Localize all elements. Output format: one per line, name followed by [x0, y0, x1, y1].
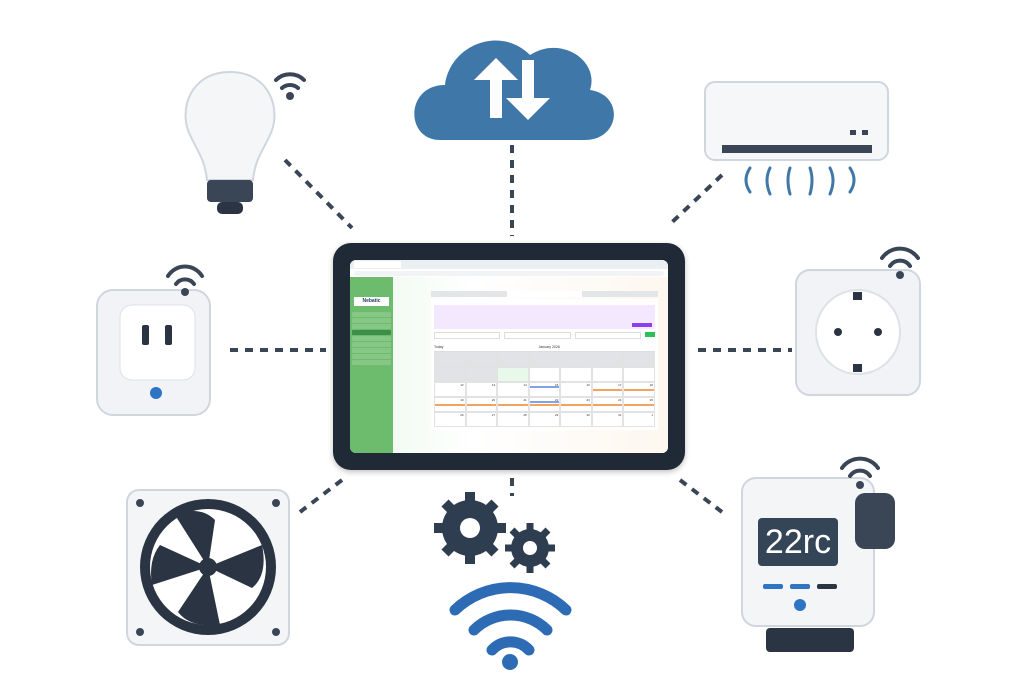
url-field[interactable]	[354, 270, 664, 276]
day-cell[interactable]	[623, 367, 655, 382]
sidebar-item[interactable]	[352, 318, 391, 323]
smart-plug-icon	[96, 264, 211, 416]
day-cell[interactable]	[434, 367, 466, 382]
sidebar-item[interactable]	[352, 348, 391, 353]
today-button[interactable]: Today	[434, 345, 444, 349]
day-cell[interactable]: 21	[497, 397, 529, 412]
day-cell[interactable]	[528, 352, 561, 367]
connection-lines	[230, 145, 792, 514]
day-cell[interactable]: 23	[560, 397, 592, 412]
month-label: January 2026	[538, 345, 560, 349]
day-cell[interactable]: 18	[623, 382, 655, 397]
tablet-screen: Nebatic Today January 2026	[350, 260, 668, 453]
sidebar-item[interactable]	[352, 360, 391, 365]
apply-button[interactable]	[644, 332, 655, 337]
cloud-sync-icon	[414, 40, 614, 140]
room-select[interactable]	[504, 332, 571, 339]
tab[interactable]	[431, 291, 507, 297]
info-notice	[434, 305, 655, 329]
app-logo: Nebatic	[354, 297, 389, 306]
device-select[interactable]	[574, 332, 641, 339]
day-cell[interactable]	[591, 352, 624, 367]
day-cell[interactable]: 28	[497, 412, 529, 427]
day-cell[interactable]: 27	[465, 412, 498, 427]
day-cell[interactable]: 26	[434, 412, 466, 427]
day-cell[interactable]	[560, 352, 592, 367]
day-cell[interactable]	[434, 352, 466, 367]
day-cell[interactable]: 14	[497, 382, 529, 397]
day-cell[interactable]: 20	[465, 397, 498, 412]
calendar-header: Today January 2026	[434, 345, 655, 349]
building-select[interactable]	[434, 332, 501, 339]
create-button[interactable]	[632, 323, 652, 327]
day-cell[interactable]: 15	[528, 382, 561, 397]
air-conditioner-icon	[704, 81, 889, 196]
sidebar-item[interactable]	[352, 336, 391, 341]
day-cell[interactable]	[560, 367, 592, 382]
sidebar: Nebatic	[350, 277, 393, 453]
day-cell[interactable]: 1	[623, 412, 655, 427]
sidebar-item-active[interactable]	[352, 330, 391, 335]
sidebar-item[interactable]	[352, 324, 391, 329]
filters	[434, 332, 655, 339]
browser-tab[interactable]	[354, 261, 401, 268]
sidebar-item[interactable]	[352, 312, 391, 317]
ventilation-fan-icon	[126, 489, 290, 646]
day-cell[interactable]: 19	[434, 397, 466, 412]
gears-icon	[434, 492, 555, 573]
day-cell[interactable]	[465, 367, 498, 382]
wall-socket-icon	[795, 246, 921, 396]
app: Nebatic Today January 2026	[350, 277, 668, 453]
wifi-dot	[502, 654, 518, 670]
day-cell[interactable]	[623, 352, 655, 367]
tab[interactable]	[582, 291, 659, 297]
day-cell[interactable]: 22	[528, 397, 561, 412]
sidebar-item[interactable]	[352, 354, 391, 359]
browser-tab-bar	[350, 260, 668, 269]
wifi-icon	[449, 582, 572, 656]
day-cell[interactable]	[497, 352, 529, 367]
day-cell[interactable]	[591, 367, 624, 382]
day-cell[interactable]: 29	[528, 412, 561, 427]
thermostat-display: 22rc	[758, 518, 838, 566]
tab-active[interactable]	[506, 291, 583, 297]
day-cell[interactable]: 25	[623, 397, 655, 412]
day-cell[interactable]	[528, 367, 561, 382]
day-cell-today[interactable]	[497, 367, 529, 382]
day-cell[interactable]: 16	[560, 382, 592, 397]
day-cell[interactable]: 12	[434, 382, 466, 397]
day-cell[interactable]	[465, 352, 498, 367]
day-cell[interactable]: 13	[465, 382, 498, 397]
day-cell[interactable]: 30	[560, 412, 592, 427]
tabs	[431, 291, 659, 297]
smart-bulb-icon	[184, 70, 306, 214]
day-cell[interactable]: 17	[591, 382, 624, 397]
tablet: Nebatic Today January 2026	[333, 243, 685, 470]
sidebar-item[interactable]	[352, 342, 391, 347]
day-cell[interactable]: 24	[591, 397, 624, 412]
day-cell[interactable]: 31	[591, 412, 624, 427]
